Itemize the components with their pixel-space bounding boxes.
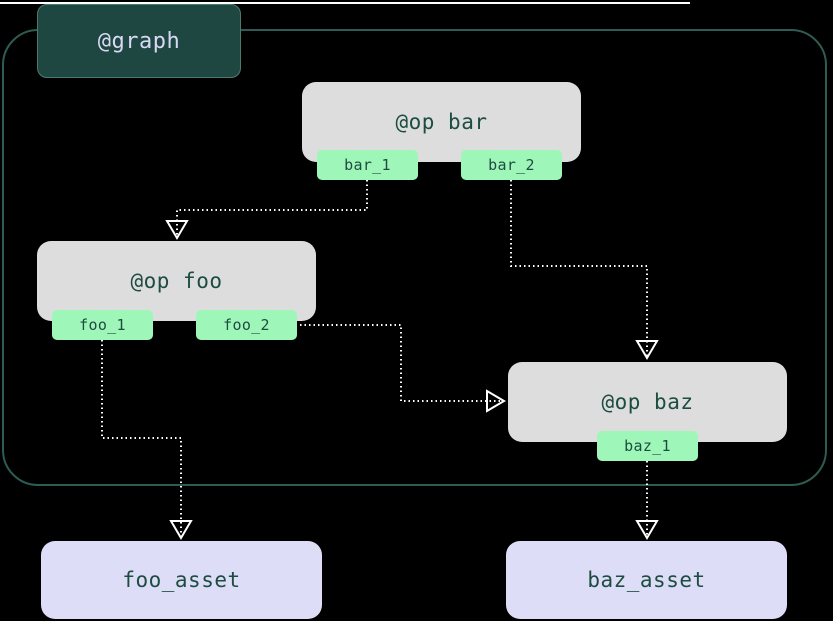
port-bar_1[interactable]: bar_1	[317, 150, 418, 180]
subgraph-label-graph: @graph	[37, 4, 241, 78]
node-label: foo_asset	[122, 568, 241, 592]
edge-arrowhead	[169, 520, 193, 540]
node-label: baz_asset	[587, 568, 706, 592]
node-label: @op foo	[130, 269, 223, 293]
subgraph-frame-graph	[2, 29, 827, 486]
node-asset-baz[interactable]: baz_asset	[506, 541, 787, 619]
port-label: baz_1	[624, 437, 671, 455]
node-asset-foo[interactable]: foo_asset	[41, 541, 322, 619]
port-foo_1[interactable]: foo_1	[52, 310, 153, 340]
port-label: foo_1	[79, 316, 126, 334]
port-label: bar_2	[488, 156, 535, 174]
node-op-bar[interactable]: @op bar	[302, 82, 581, 162]
top-accent-line	[0, 2, 690, 4]
port-foo_2[interactable]: foo_2	[196, 310, 297, 340]
node-label: @op baz	[601, 390, 694, 414]
port-label: foo_2	[223, 316, 270, 334]
port-baz_1[interactable]: baz_1	[597, 431, 698, 461]
node-op-foo[interactable]: @op foo	[37, 241, 316, 321]
port-label: bar_1	[344, 156, 391, 174]
edge-arrowhead	[635, 520, 659, 540]
subgraph-label-text: @graph	[97, 28, 181, 54]
node-label: @op bar	[395, 110, 488, 134]
port-bar_2[interactable]: bar_2	[461, 150, 562, 180]
node-op-baz[interactable]: @op baz	[508, 362, 787, 442]
